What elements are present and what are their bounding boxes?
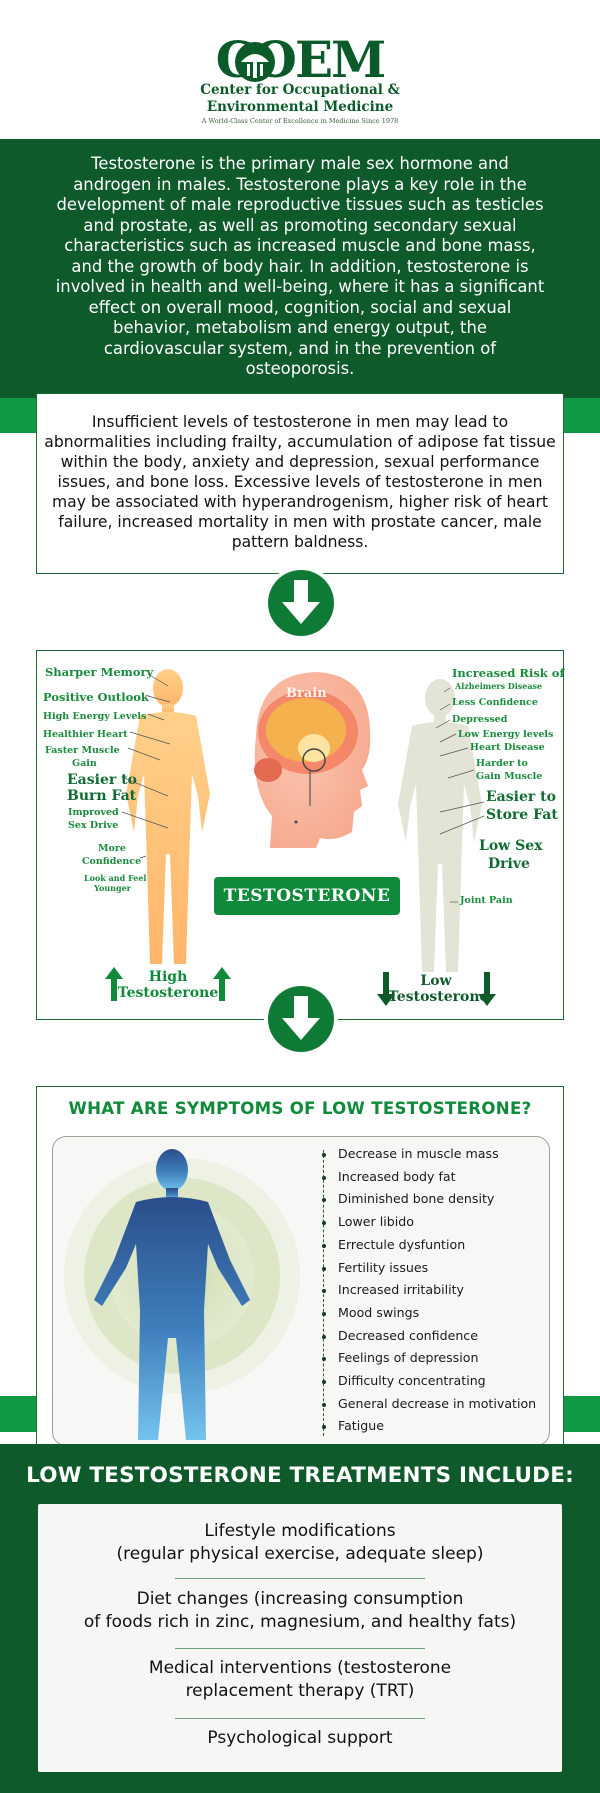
label-increased-risk: Increased Risk of [452, 666, 565, 680]
symptom-item: Mood swings [322, 1302, 562, 1325]
treatment-psychological: Psychological support [38, 1727, 562, 1750]
label-sex-drive: Sex Drive [68, 820, 119, 831]
label-low-sex: Low Sex [479, 838, 543, 854]
logo-tagline: A World-Class Center of Excellence in Me… [201, 117, 399, 125]
logo-subtitle-1: Center for Occupational & [200, 82, 400, 98]
right-accent-strip [564, 398, 600, 433]
brain-label: Brain [286, 686, 327, 701]
treatment-line: replacement therapy (TRT) [185, 1681, 415, 1701]
treatment-line: (regular physical exercise, adequate sle… [116, 1544, 484, 1564]
up-arrow-icon [213, 967, 231, 1001]
logo-subtitle-2: Environmental Medicine [206, 99, 394, 115]
label-high-energy: High Energy Levels [43, 711, 147, 722]
intro-paragraph: Testosterone is the primary male sex hor… [55, 154, 545, 378]
label-younger: Younger [94, 883, 131, 893]
divider [175, 1648, 425, 1649]
symptom-item: Increased irritability [322, 1279, 562, 1302]
label-healthier-heart: Healthier Heart [43, 729, 128, 740]
treatment-diet: Diet changes (increasing consumption of … [38, 1588, 562, 1634]
logo-tree-icon [235, 42, 275, 82]
down-small-arrow-icon [377, 972, 395, 1006]
left-accent-strip [0, 398, 36, 433]
divider [175, 1718, 425, 1719]
human-body-illustration [64, 1149, 300, 1440]
treatment-line: Psychological support [207, 1728, 393, 1748]
label-low-energy: Low Energy levels [458, 729, 554, 740]
label-improved: Improved [68, 807, 119, 818]
treatment-line: of foods rich in zinc, magnesium, and he… [83, 1612, 517, 1632]
label-more: More [98, 843, 126, 854]
low-label-line1: Low [420, 973, 452, 989]
low-testosterone-figure [398, 679, 482, 972]
pointer-lines [121, 673, 485, 903]
symptom-item: Diminished bone density [322, 1188, 562, 1211]
divider [175, 1578, 425, 1579]
symptoms-list: Decrease in muscle mass Increased body f… [322, 1143, 562, 1438]
left-accent-strip [0, 1396, 36, 1432]
label-depressed: Depressed [452, 714, 508, 725]
high-testosterone-figure [126, 669, 210, 964]
label-easier-to: Easier to [67, 772, 137, 788]
label-positive-outlook: Positive Outlook [43, 690, 149, 704]
label-less-confidence: Less Confidence [452, 697, 538, 708]
up-arrow-icon [105, 967, 123, 1001]
label-harder-to: Harder to [476, 758, 528, 769]
symptoms-title: WHAT ARE SYMPTOMS OF LOW TESTOSTERONE? [68, 1099, 532, 1118]
label-drive: Drive [488, 856, 530, 872]
symptom-item: Decreased confidence [322, 1325, 562, 1348]
intro-band [0, 139, 600, 398]
symptom-item: Feelings of depression [322, 1347, 562, 1370]
down-small-arrow-icon [478, 972, 496, 1006]
label-gain-muscle: Gain Muscle [476, 771, 543, 782]
label-alzheimers: Alzheimers Disease [455, 681, 543, 691]
low-label-line2: Testosterone [388, 989, 489, 1005]
symptom-item: Fertility issues [322, 1257, 562, 1280]
label-store-fat: Store Fat [486, 807, 558, 823]
label-gain: Gain [72, 758, 97, 769]
treatments-card [38, 1504, 562, 1772]
treatment-lifestyle: Lifestyle modifications (regular physica… [38, 1520, 562, 1566]
symptom-item: Fatigue [322, 1415, 562, 1438]
treatment-medical: Medical interventions (testosterone repl… [38, 1657, 562, 1703]
label-sharper-memory: Sharper Memory [45, 665, 154, 679]
down-arrow-icon [264, 566, 338, 640]
symptom-item: Decrease in muscle mass [322, 1143, 562, 1166]
right-accent-strip [564, 1396, 600, 1432]
symptom-item: Difficulty concentrating [322, 1370, 562, 1393]
high-label-line1: High [148, 969, 188, 985]
treatments-title: LOW TESTOSTERONE TREATMENTS INCLUDE: [26, 1463, 574, 1488]
logo: COEM Center for Occupational & Environme… [150, 28, 450, 128]
symptom-item: General decrease in motivation [322, 1393, 562, 1416]
brain-head-illustration [254, 672, 371, 848]
label-joint-pain: Joint Pain [460, 895, 513, 906]
treatment-line: Medical interventions (testosterone [148, 1658, 452, 1678]
label-easier-to-store: Easier to [486, 789, 556, 805]
levels-box [36, 393, 564, 574]
symptom-item: Lower libido [322, 1211, 562, 1234]
label-burn-fat: Burn Fat [67, 788, 137, 804]
levels-paragraph: Insufficient levels of testosterone in m… [44, 413, 556, 551]
treatment-line: Lifestyle modifications [204, 1521, 396, 1541]
down-arrow-icon [264, 982, 338, 1056]
testosterone-badge: TESTOSTERONE [214, 877, 400, 915]
logo-letters: COEM [215, 30, 387, 89]
label-confidence: Confidence [82, 856, 142, 867]
high-label-line2: Testosterone [117, 985, 219, 1001]
label-heart-disease: Heart Disease [470, 742, 545, 753]
symptom-item: Errectule dysfuntion [322, 1234, 562, 1257]
label-look-feel: Look and Feel [84, 873, 147, 883]
treatment-line: Diet changes (increasing consumption [136, 1589, 464, 1609]
label-faster-muscle: Faster Muscle [45, 745, 120, 756]
symptom-item: Increased body fat [322, 1166, 562, 1189]
